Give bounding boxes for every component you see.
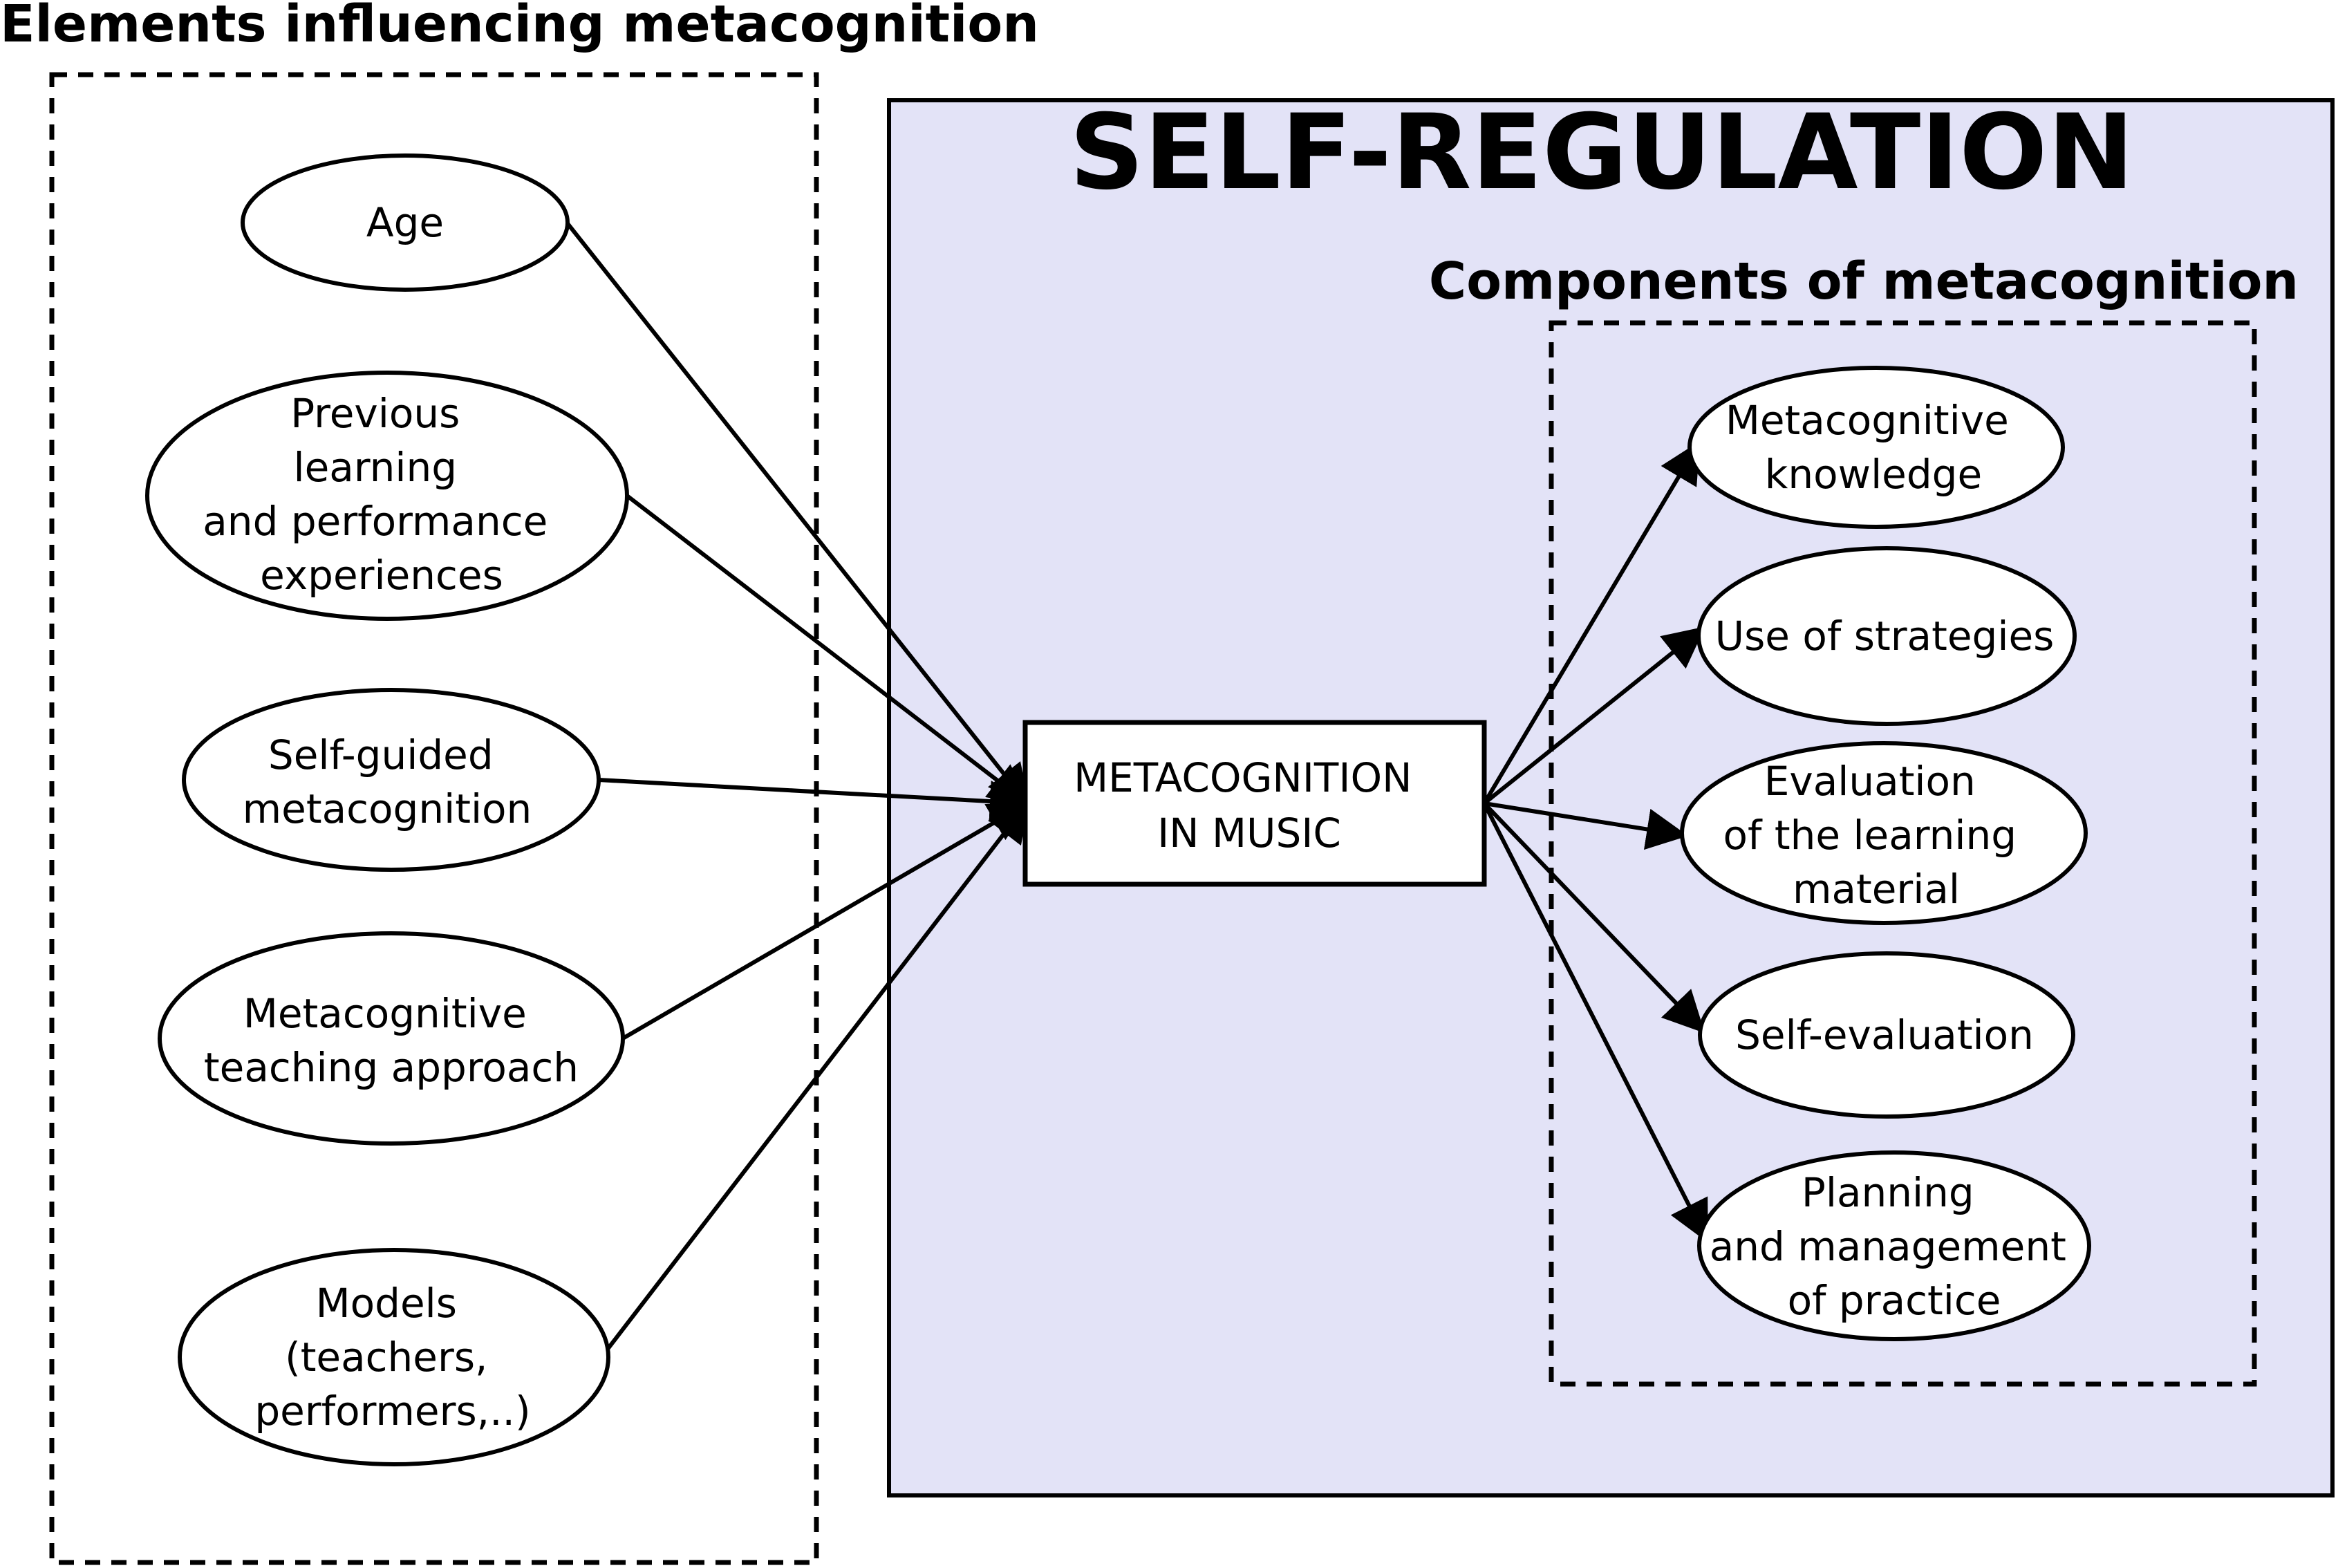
component-evaluation-material: Evaluation of the learning material [1680, 741, 2088, 925]
influence-label: Age [366, 199, 444, 246]
influences-group [49, 72, 819, 1565]
edge-center-to-evaluation-material [1484, 801, 1688, 850]
component-label: Self-evaluation [1735, 1011, 2034, 1058]
component-label: Planning and management of practice [1710, 1169, 2079, 1324]
component-label: Use of strategies [1715, 613, 2055, 660]
influence-label: Self-guided metacognition [243, 731, 532, 832]
edge-previous-learning-to-center [626, 494, 1031, 806]
influence-self-guided: Self-guided metacognition [182, 688, 601, 872]
component-planning: Planning and management of practice [1697, 1150, 2091, 1341]
influence-teaching-approach: Metacognitive teaching approach [158, 931, 625, 1146]
edge-teaching-approach-to-center [621, 801, 1031, 1040]
edge-center-to-metacognitive-knowledge [1482, 440, 1701, 805]
center-node: METACOGNITION IN MUSIC [1022, 720, 1487, 887]
component-label: Metacognitive knowledge [1726, 397, 2021, 498]
component-use-of-strategies: Use of strategies [1696, 546, 2077, 726]
center-node-label: METACOGNITION IN MUSIC [1074, 754, 1425, 857]
edges [565, 221, 1708, 1350]
component-metacognitive-knowledge: Metacognitive knowledge [1687, 366, 2065, 529]
left-heading: Elements influencing metacognition [0, 0, 1039, 54]
components-heading: Components of metacognition [1429, 252, 2299, 311]
component-self-evaluation: Self-evaluation [1698, 951, 2075, 1119]
self-regulation-title: SELF-REGULATION [1069, 93, 2134, 213]
influence-models: Models (teachers, performers,..) [178, 1248, 610, 1466]
influence-age: Age [241, 153, 570, 292]
influence-label: Metacognitive teaching approach [204, 990, 579, 1091]
edge-self-guided-to-center [598, 778, 1031, 822]
edge-center-to-planning [1482, 802, 1708, 1243]
influence-label: Models (teachers, performers,..) [254, 1280, 530, 1435]
component-label: Evaluation of the learning material [1723, 758, 2029, 913]
edge-center-to-use-of-strategies [1483, 626, 1705, 805]
edge-age-to-center [565, 221, 1030, 807]
components-group [1549, 320, 2257, 1387]
edge-center-to-self-evaluation [1482, 801, 1705, 1034]
influence-label: Previous learning and performance experi… [203, 390, 560, 599]
influence-previous-learning: Previous learning and performance experi… [145, 371, 629, 621]
edge-models-to-center [606, 800, 1030, 1350]
